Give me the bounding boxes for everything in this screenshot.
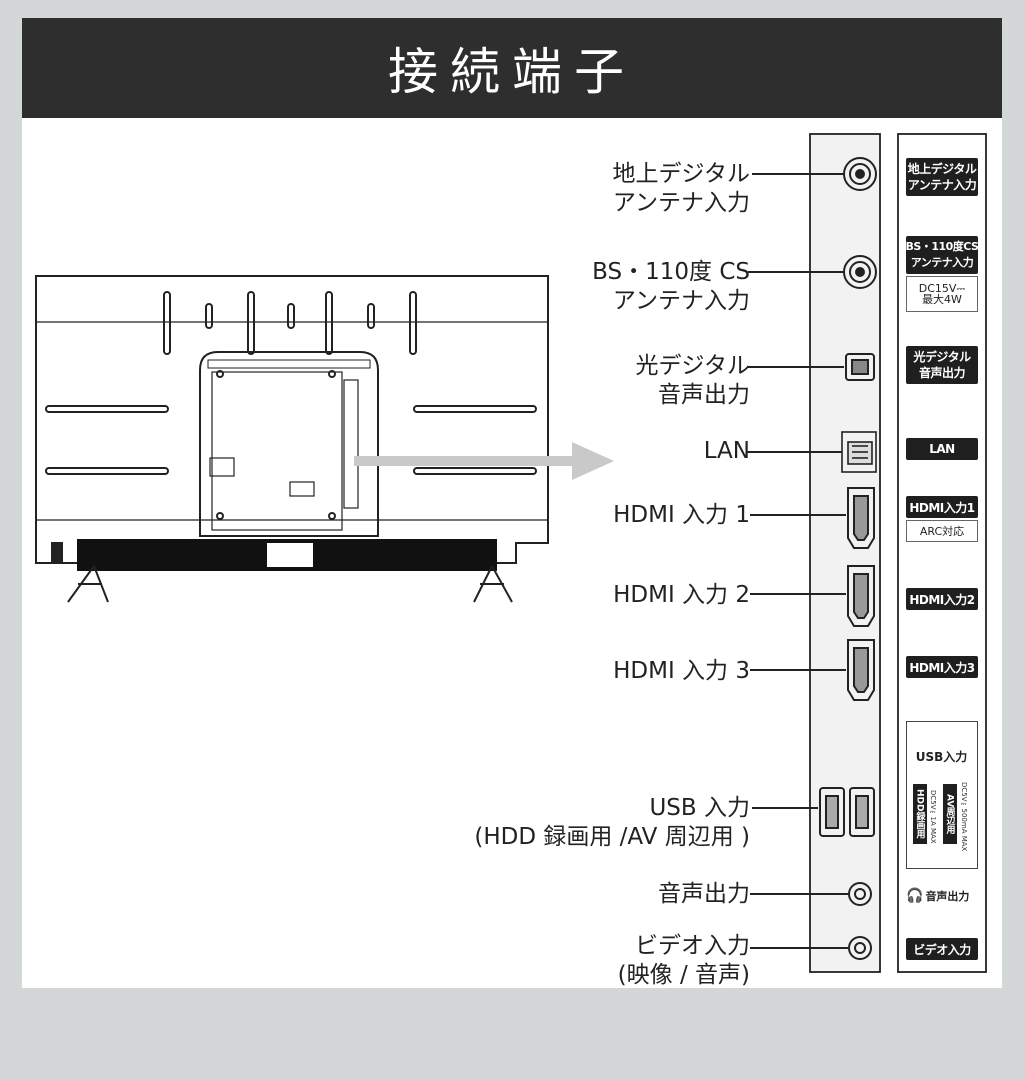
label-hdmi2: HDMI 入力 2 (613, 582, 750, 608)
hdmi2-port (847, 565, 875, 627)
label-bs-line2: アンテナ入力 (612, 288, 750, 314)
connector-diagram-card: 接続端子 (22, 18, 1002, 988)
label-bs-line1: BS・110度 CS (592, 259, 750, 285)
label-video-in-line2: (映像 / 音声) (617, 962, 750, 988)
label-audio-out: 音声出力 (658, 881, 750, 907)
terrestrial-antenna-jack (843, 157, 877, 191)
tag-usb-hdd: HDD録画用 (913, 784, 927, 844)
tag-usb-av: AV周辺用 (943, 784, 957, 844)
label-usb-line2: (HDD 録画用 /AV 周辺用 ) (474, 824, 750, 850)
page-title: 接続端子 (388, 43, 636, 101)
label-usb-line1: USB 入力 (649, 795, 750, 821)
label-usb: USB 入力 (HDD 録画用 /AV 周辺用 ) (474, 794, 750, 852)
label-terrestrial-line1: 地上デジタル (612, 161, 750, 187)
lan-port (841, 431, 877, 473)
leader-lines (747, 173, 848, 949)
audio-out-jack (848, 882, 872, 906)
tag-usb-hdd-spec: DC5V⎓1A MAX (929, 790, 937, 844)
tag-hdmi3: HDMI入力3 (906, 656, 978, 678)
hdmi3-port (847, 639, 875, 701)
tv-rear-illustration (35, 275, 549, 603)
tag-bs-line2: アンテナ入力 (910, 256, 974, 269)
title-bar: 接続端子 (22, 18, 1002, 118)
tag-hdmi1-arc: ARC対応 (906, 520, 978, 542)
tag-optical-line1: 光デジタル (913, 350, 971, 364)
tag-terrestrial-line1: 地上デジタル (907, 162, 977, 176)
tag-hdmi2: HDMI入力2 (906, 588, 978, 610)
tag-terrestrial: 地上デジタル アンテナ入力 (906, 158, 978, 196)
tag-bs-power: DC15V⎓ 最大4W (906, 276, 978, 312)
label-hdmi3: HDMI 入力 3 (613, 658, 750, 684)
tag-usb-box: USB入力 HDD録画用 DC5V⎓1A MAX AV周辺用 DC5V⎓500m… (906, 721, 978, 869)
label-bs: BS・110度 CS アンテナ入力 (592, 258, 750, 316)
tag-lan: LAN (906, 438, 978, 460)
tag-usb-av-spec: DC5V⎓500mA MAX (960, 782, 968, 852)
tag-usb-title: USB入力 (915, 750, 968, 764)
label-hdmi1: HDMI 入力 1 (613, 502, 750, 528)
label-optical-line1: 光デジタル (635, 353, 750, 379)
tag-bs-power-line2: 最大4W (922, 293, 962, 306)
tag-optical: 光デジタル 音声出力 (906, 346, 978, 384)
arrow-to-panel (354, 442, 614, 480)
headphone-icon: 🎧 (906, 888, 924, 904)
optical-port (845, 353, 875, 381)
tag-hdmi1: HDMI入力1 (906, 496, 978, 518)
tag-video-in: ビデオ入力 (906, 938, 978, 960)
tag-bs-line1: BS・110度CS (905, 240, 979, 253)
usb-ports (819, 787, 875, 837)
label-optical: 光デジタル 音声出力 (635, 352, 750, 410)
label-terrestrial: 地上デジタル アンテナ入力 (612, 160, 750, 218)
label-optical-line2: 音声出力 (658, 382, 750, 408)
tag-optical-line2: 音声出力 (918, 366, 966, 380)
label-video-in-line1: ビデオ入力 (635, 933, 750, 959)
video-in-jack (848, 936, 872, 960)
tag-audio-out: 🎧 音声出力 (906, 888, 986, 904)
label-lan: LAN (703, 438, 750, 464)
label-video-in: ビデオ入力 (映像 / 音声) (618, 932, 750, 988)
tag-bs-power-line1: DC15V⎓ (918, 282, 966, 295)
hdmi1-port (847, 487, 875, 549)
label-terrestrial-line2: アンテナ入力 (612, 190, 750, 216)
tag-terrestrial-line2: アンテナ入力 (907, 178, 977, 192)
tag-bs: BS・110度CS アンテナ入力 (905, 236, 979, 274)
bs-antenna-jack (843, 255, 877, 289)
tag-audio-out-text: 音声出力 (925, 890, 970, 903)
